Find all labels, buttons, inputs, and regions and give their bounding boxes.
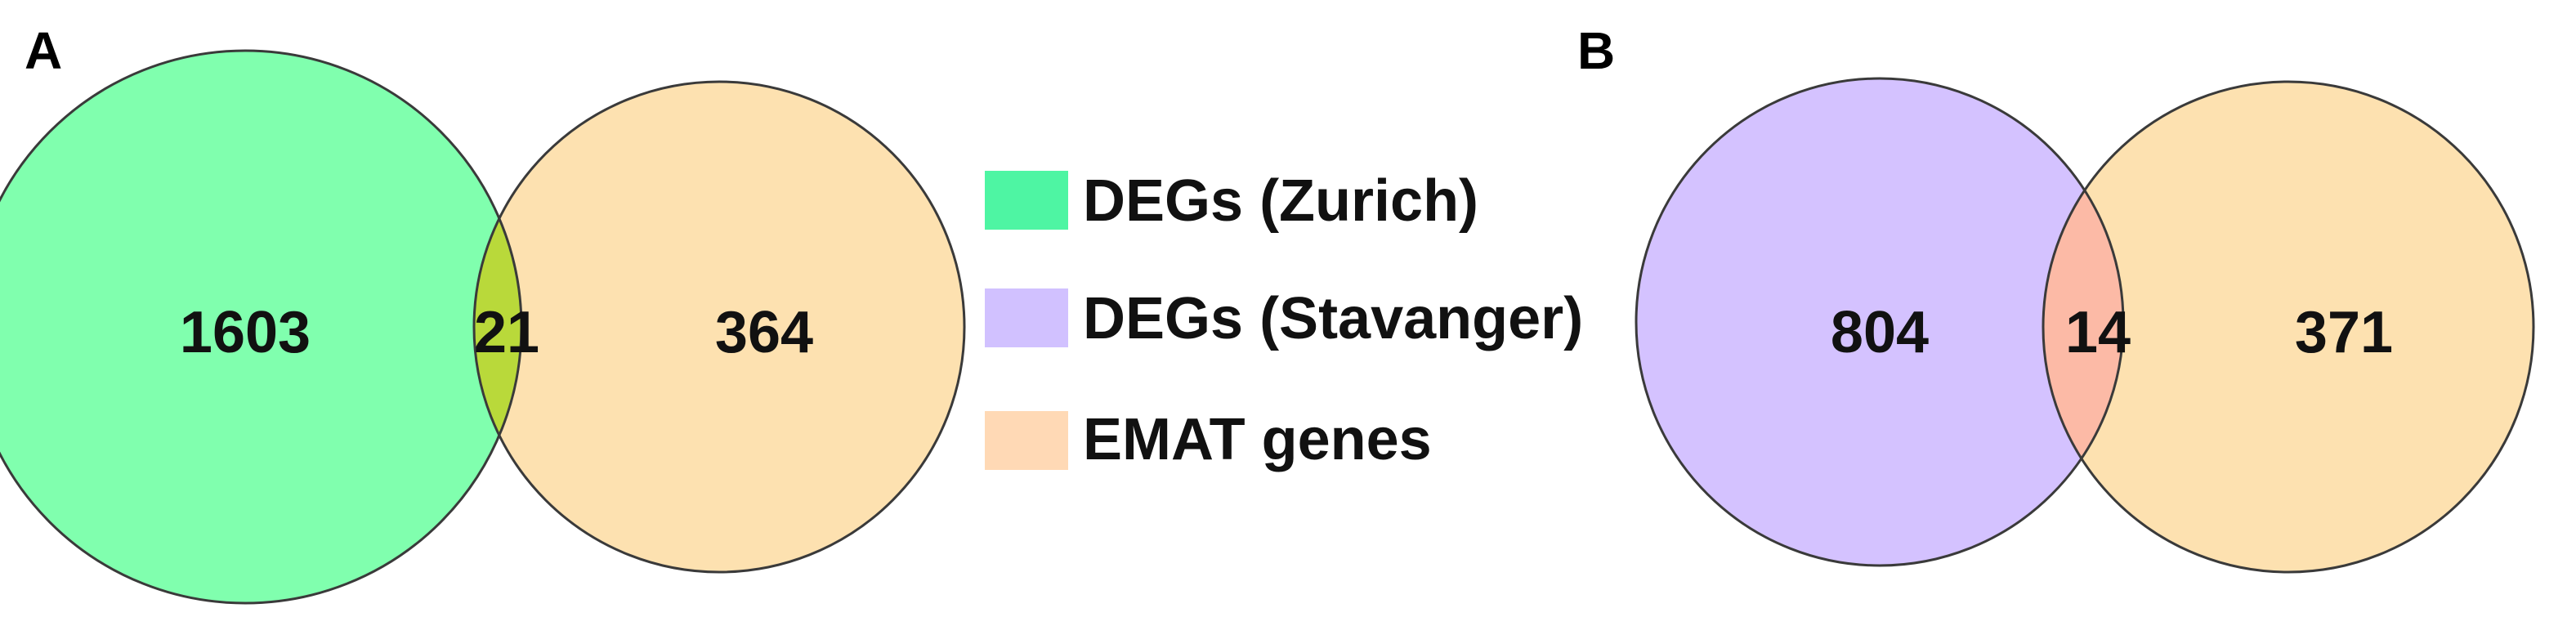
venn-panel-a: A 1603 21 364 [0, 21, 966, 605]
legend-item-deg-stavanger: DEGs (Stavanger) [985, 286, 1583, 351]
panel-a-label: A [25, 21, 62, 80]
set-circle-emat-a [474, 82, 964, 572]
venn-panel-b: B 804 14 371 [1577, 21, 2535, 574]
panel-b-label: B [1577, 21, 1615, 80]
count-emat-only-b: 371 [2295, 300, 2393, 365]
legend-label-emat: EMAT genes [1083, 407, 1432, 472]
legend: DEGs (Zurich) DEGs (Stavanger) EMAT gene… [985, 168, 1583, 472]
count-emat-only-a: 364 [715, 300, 813, 365]
legend-swatch-emat [985, 411, 1068, 470]
legend-label-deg-zurich: DEGs (Zurich) [1083, 168, 1478, 234]
legend-swatch-deg-stavanger [985, 288, 1068, 347]
count-zurich-emat-overlap: 21 [474, 300, 539, 365]
set-circle-deg-stavanger [1636, 78, 2123, 566]
legend-item-deg-zurich: DEGs (Zurich) [985, 168, 1478, 234]
legend-label-deg-stavanger: DEGs (Stavanger) [1083, 286, 1583, 351]
set-outline-deg-stavanger [1635, 77, 2125, 567]
set-circle-deg-zurich [0, 51, 521, 603]
count-stavanger-only: 804 [1831, 300, 1929, 365]
set-circle-emat-b [2043, 82, 2534, 572]
set-outline-deg-zurich [0, 49, 523, 605]
legend-swatch-deg-zurich [985, 171, 1068, 230]
set-outline-emat-b [2042, 80, 2535, 574]
count-zurich-only: 1603 [180, 300, 311, 365]
set-outline-emat-a [472, 80, 966, 574]
count-stavanger-emat-overlap: 14 [2065, 300, 2131, 365]
legend-item-emat: EMAT genes [985, 407, 1432, 472]
